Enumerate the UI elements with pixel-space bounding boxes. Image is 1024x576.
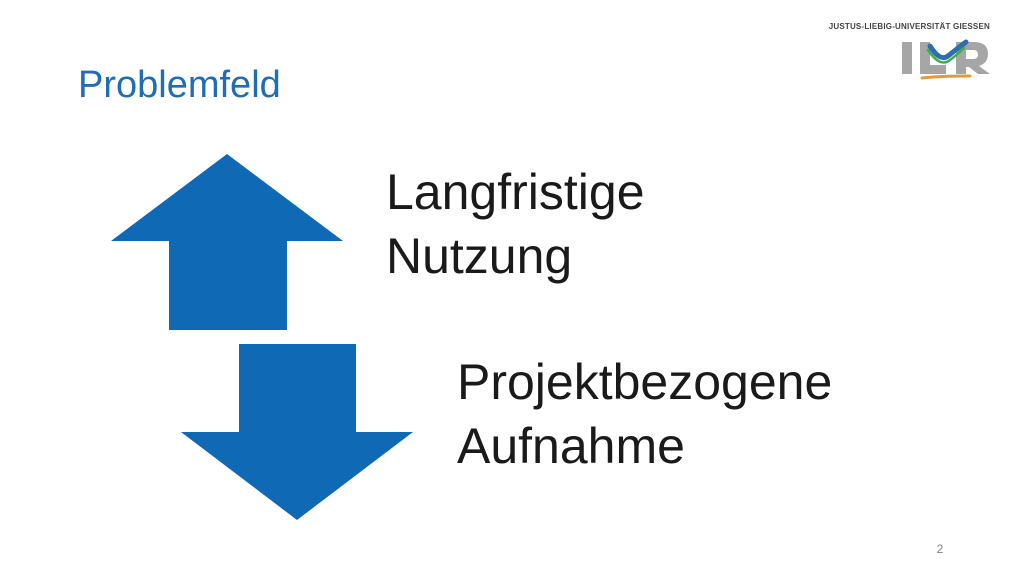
university-logo: JUSTUS-LIEBIG-UNIVERSITÄT GIESSEN bbox=[820, 22, 1000, 86]
logo-caption: JUSTUS-LIEBIG-UNIVERSITÄT GIESSEN bbox=[828, 22, 990, 31]
ilr-logo-icon bbox=[902, 39, 990, 80]
page-number: 2 bbox=[936, 542, 944, 556]
arrow-up-icon bbox=[111, 154, 343, 330]
slide-title: Problemfeld bbox=[78, 64, 281, 106]
label-long-term-use-line1: Langfristige bbox=[386, 164, 645, 220]
label-long-term-use: Langfristige Nutzung bbox=[386, 160, 645, 288]
label-project-recording: Projektbezogene Aufnahme bbox=[457, 350, 832, 478]
label-long-term-use-line2: Nutzung bbox=[386, 228, 573, 284]
label-project-recording-line1: Projektbezogene bbox=[457, 354, 833, 410]
arrow-down-icon bbox=[181, 344, 413, 520]
label-project-recording-line2: Aufnahme bbox=[457, 418, 685, 474]
